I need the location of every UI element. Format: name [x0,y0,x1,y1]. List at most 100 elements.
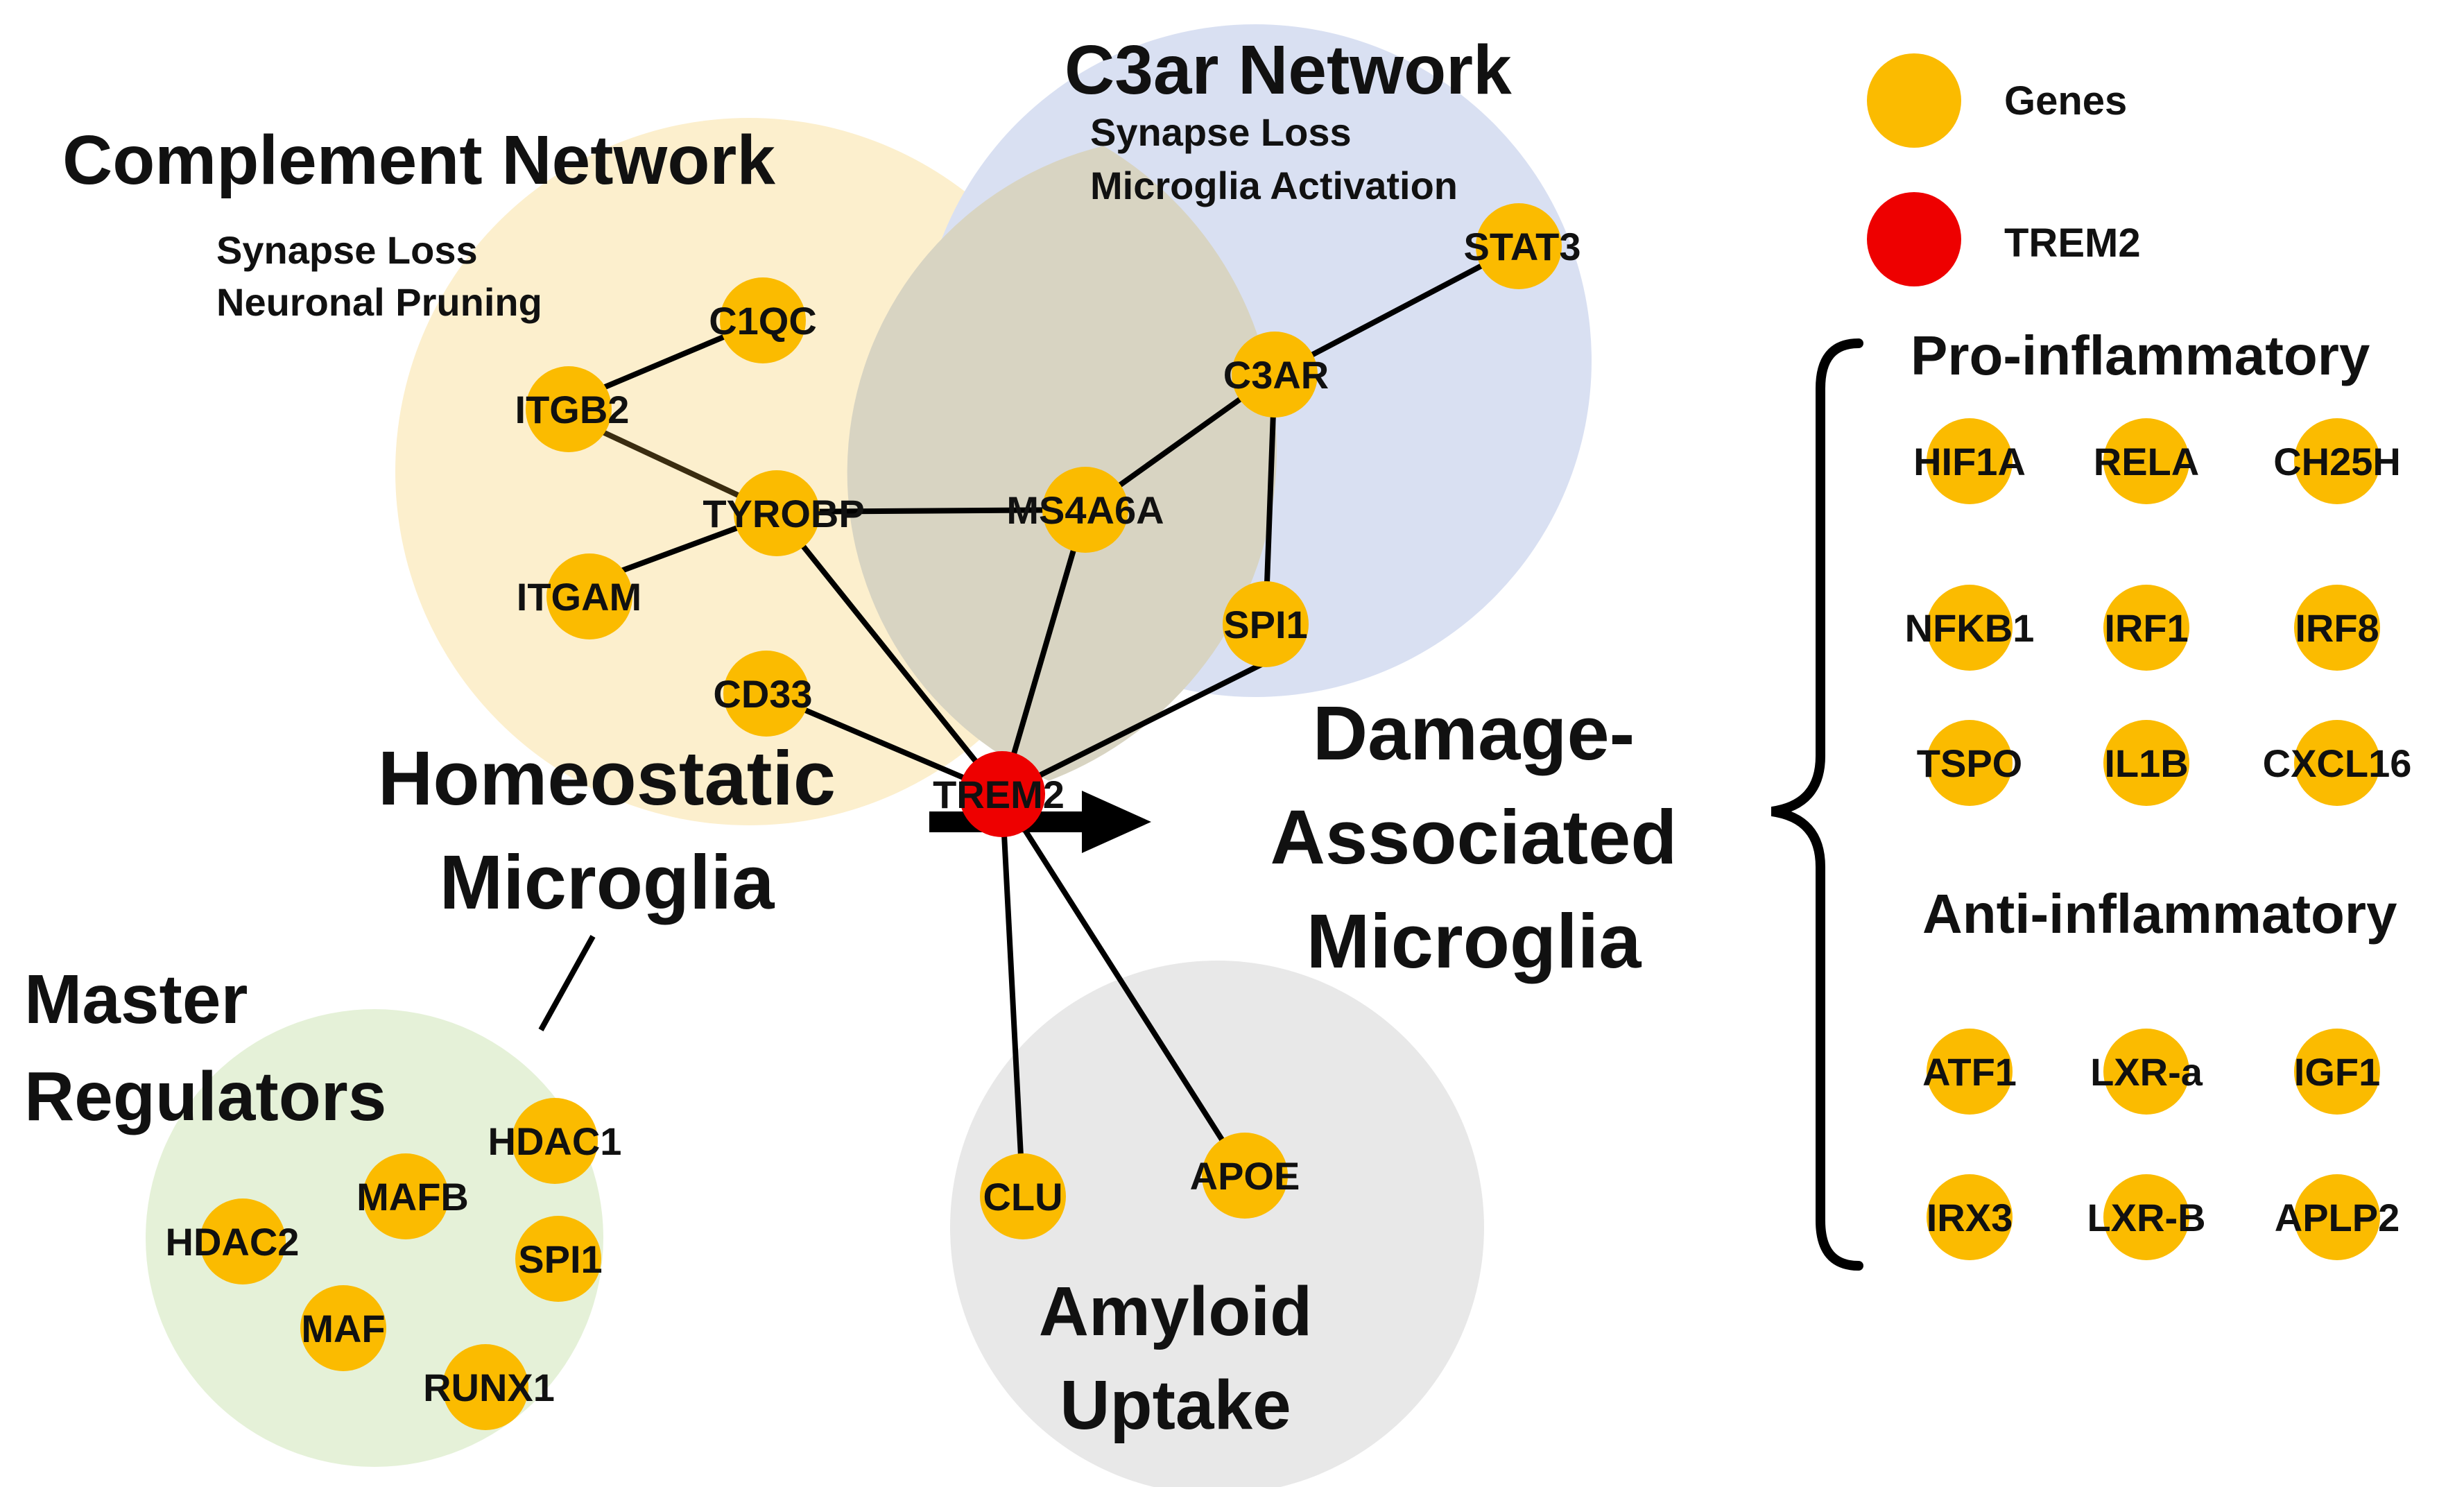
label-hdac2: HDAC2 [166,1220,300,1264]
label-c1qc: C1QC [709,299,817,343]
label-apoe: APOE [1190,1154,1300,1198]
dam-gene-label: ATF1 [1922,1050,2017,1094]
label-hdac1: HDAC1 [488,1119,622,1163]
legend-trem2-swatch [1867,192,1961,286]
complement-subtitle-2: Neuronal Pruning [216,280,542,324]
node-tyrobp [734,470,820,556]
dam-gene-node [1927,585,2013,671]
dam-gene-label: NFKB1 [1905,606,2035,650]
node-c1qc [720,277,806,363]
dam-gene-label: IL1B [2104,741,2188,785]
node-stat3 [1476,203,1562,289]
node-mafb [363,1153,449,1239]
dam-brace [1771,338,1863,1271]
legend: Genes TREM2 [1867,53,2141,286]
legend-trem2-label: TREM2 [2004,221,2141,266]
label-mafb: MAFB [356,1175,469,1219]
dam-gene-label: CXCL16 [2263,741,2412,785]
amyloid-uptake-title-2: Uptake [1060,1366,1291,1444]
dam-gene-label: LXR-a [2090,1050,2203,1094]
dam-gene-node [1927,1029,2013,1115]
dam-title-2: Associated [1270,795,1678,880]
dam-gene-label: LXR-B [2087,1196,2205,1239]
legend-genes-swatch [1867,53,1961,148]
dam-gene-label: CH25H [2273,440,2401,483]
node-apoe [1202,1133,1288,1219]
label-maf: MAF [301,1307,385,1350]
node-clu [980,1153,1066,1239]
node-c3ar [1232,332,1318,418]
label-cd33: CD33 [713,672,812,716]
node-itgam [546,553,632,639]
node-spi1-master [515,1216,601,1302]
dam-gene-label: IRX3 [1927,1196,2013,1239]
edge-tyrobp-ms4a6a [776,507,1086,515]
edge-spi1-trem2 [1001,660,1267,797]
node-runx1 [442,1344,528,1430]
edge-c3ar-stat3 [1273,243,1520,377]
dam-gene-node [2294,720,2380,806]
dam-title-1: Damage- [1313,691,1635,776]
dam-gene-node [1927,1174,2013,1260]
dam-gene-label: IRF1 [2104,606,2188,650]
label-clu: CLU [983,1175,1062,1219]
dam-gene-label: HIF1A [1913,440,2026,483]
dam-gene-label: RELA [2094,440,2199,483]
dam-gene-node [2103,418,2189,504]
dam-gene-node [2294,1029,2380,1115]
c3ar-subtitle-1: Synapse Loss [1090,110,1352,154]
amyloid-uptake-region [950,961,1484,1487]
label-c3ar: C3AR [1223,353,1329,397]
label-itgb2: ITGB2 [515,388,630,431]
edge-ms4a6a-trem2 [999,508,1088,796]
node-itgb2 [526,366,612,452]
dam-gene-node [2103,585,2189,671]
node-hdac2 [200,1198,286,1284]
master-regulators-title-1: Master [24,961,248,1038]
dam-title-3: Microglia [1307,899,1642,984]
c3ar-subtitle-2: Microglia Activation [1090,164,1458,207]
complement-network-title: Complement Network [62,121,775,199]
node-cd33 [723,651,809,737]
dam-gene-node [1927,720,2013,806]
dam-gene-node [2294,418,2380,504]
legend-genes-label: Genes [2004,78,2127,123]
amyloid-uptake-title-1: Amyloid [1039,1273,1312,1350]
edge-trem2-apoe [999,792,1248,1178]
dam-gene-label: APLP2 [2275,1196,2400,1239]
edge-homeostatic-master [538,935,596,1031]
label-trem2: TREM2 [933,773,1065,816]
label-spi1: SPI1 [1223,603,1307,646]
node-hdac1 [512,1098,598,1184]
dam-gene-label: IRF8 [2295,606,2379,650]
homeostatic-microglia-2: Microglia [440,840,775,925]
c3ar-network-title: C3ar Network [1065,31,1512,109]
dam-gene-label: TSPO [1917,741,2022,785]
label-stat3: STAT3 [1463,225,1580,268]
node-spi1 [1223,581,1309,667]
homeostatic-microglia-1: Homeostatic [378,736,836,821]
dam-gene-node [2103,1029,2189,1115]
edge-trem2-clu [999,793,1026,1197]
dam-gene-node [2103,1174,2189,1260]
label-runx1: RUNX1 [423,1366,555,1409]
node-maf [300,1285,386,1371]
label-spi1-master: SPI1 [518,1237,602,1281]
dam-gene-node [1927,418,2013,504]
master-regulators-title-2: Regulators [24,1058,386,1135]
node-ms4a6a [1042,467,1128,553]
pro-inflammatory-title: Pro-inflammatory [1911,325,2370,386]
edge-tyrobp-trem2 [774,511,1005,796]
dam-gene-node [2294,585,2380,671]
anti-inflammatory-title: Anti-inflammatory [1922,883,2397,945]
complement-subtitle-1: Synapse Loss [216,228,478,272]
dam-gene-node [2103,720,2189,806]
label-itgam: ITGAM [517,575,641,619]
dam-gene-panel: Pro-inflammatory HIF1A RELA CH25H NFKB1 IRF1… [1905,325,2412,1260]
label-tyrobp: TYROBP [703,492,864,535]
node-trem2 [959,751,1045,837]
dam-gene-label: IGF1 [2294,1050,2380,1094]
